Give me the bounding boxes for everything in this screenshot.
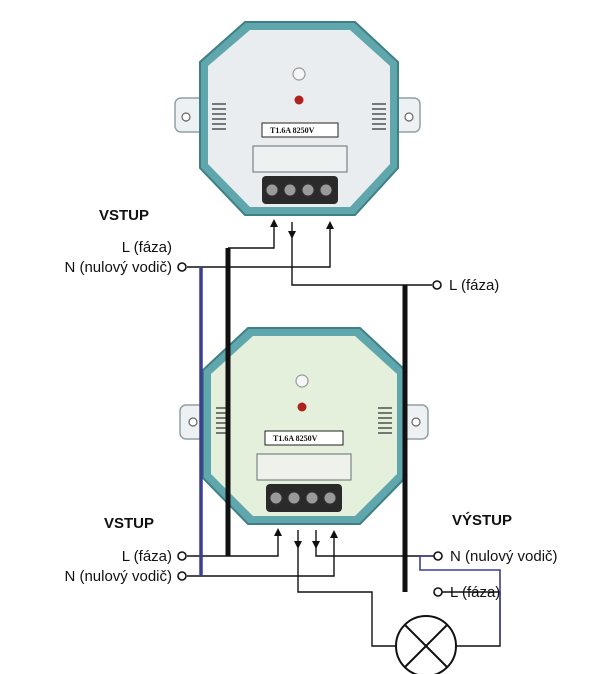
top-led-icon (294, 95, 304, 105)
bottom-right-ear-hole (411, 417, 421, 427)
wiring (187, 219, 501, 647)
wire-top-n-in (187, 221, 334, 268)
bottom-display-window (256, 453, 352, 481)
top-input-l-label: L (fáza) (122, 239, 172, 256)
bottom-button-icon[interactable] (295, 374, 309, 388)
terminal-circle-icon (433, 587, 443, 597)
terminal-circle-icon (177, 262, 187, 272)
bottom-module: T1.6A 8250V (179, 327, 429, 525)
bottom-output-n-label: N (nulový vodič) (450, 548, 558, 565)
wire-bottom-out-2-run (297, 545, 396, 647)
bottom-input-l-label: L (fáza) (122, 548, 172, 565)
bottom-input-n-label: N (nulový vodič) (64, 568, 172, 585)
top-module: T1.6A 8250V (174, 21, 421, 216)
top-left-ear-hole (181, 112, 191, 122)
bottom-output-l-label: L (fáza) (450, 584, 500, 601)
top-right-ear-hole (404, 112, 414, 122)
terminal-circle-icon (177, 571, 187, 581)
top-terminals (265, 183, 333, 197)
wire-bottom-out-3-run (315, 545, 433, 557)
terminal-circle-icon (432, 280, 442, 290)
top-fuse-box (261, 122, 339, 138)
wire-top-l-out-run (291, 235, 432, 286)
phase-bus (225, 248, 408, 592)
terminal-circle-icon (177, 551, 187, 561)
top-output-l-label: L (fáza) (449, 277, 499, 294)
bottom-output-header: VÝSTUP (452, 511, 512, 529)
wire-bottom-n-in (187, 530, 338, 577)
top-display-window (252, 145, 348, 173)
bottom-terminal-block (266, 484, 342, 512)
bottom-fuse-box (264, 430, 344, 446)
top-input-header: VSTUP (99, 207, 149, 224)
bottom-terminals (269, 491, 337, 505)
top-fuse-label: T1.6A 8250V (270, 126, 315, 135)
lamp-icon (395, 615, 457, 674)
bottom-left-ear-hole (188, 417, 198, 427)
bottom-input-header: VSTUP (104, 515, 154, 532)
bottom-right-vents (378, 407, 392, 434)
top-input-n-label: N (nulový vodič) (64, 259, 172, 276)
bottom-led-icon (297, 402, 307, 412)
top-right-vents (372, 103, 386, 130)
wire-top-l-in (228, 219, 278, 249)
bottom-fuse-label: T1.6A 8250V (273, 434, 318, 443)
top-terminal-block (262, 176, 338, 204)
neutral-lamp-wire (419, 555, 501, 640)
wire-bottom-l-in (187, 528, 282, 557)
top-left-vents (212, 103, 226, 130)
top-button-icon[interactable] (292, 67, 306, 81)
terminal-points (177, 262, 443, 597)
terminal-circle-icon (433, 551, 443, 561)
